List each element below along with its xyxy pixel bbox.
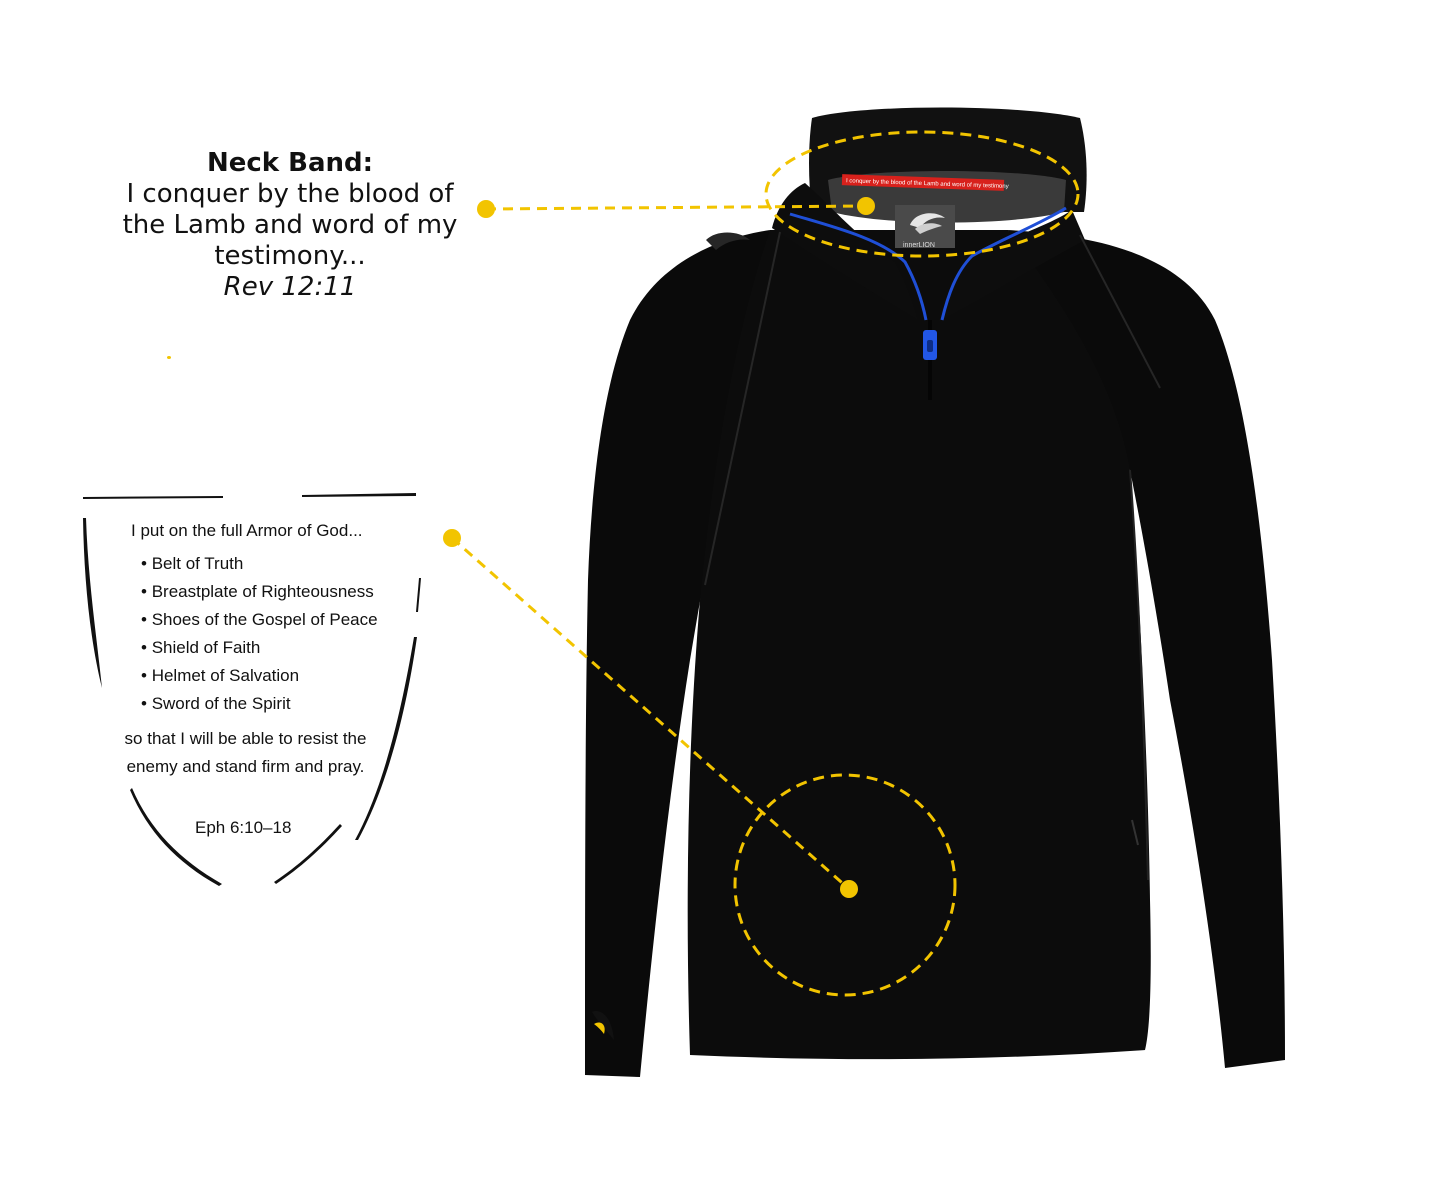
armor-leader-end-dot [840,880,858,898]
armor-intro: I put on the full Armor of God... [131,521,363,540]
armor-list-item: Shoes of the Gospel of Peace [141,609,378,637]
neck-band-callout-graphic [477,130,1080,258]
armor-list-item: Belt of Truth [141,553,378,581]
neck-band-tape-text: I conquer by the blood of the Lamb and w… [846,178,1009,190]
armor-list-item: Shield of Faith [141,637,378,665]
side-pocket-zip [1131,819,1139,846]
right-collar-panel [938,210,1085,322]
brand-label-text: innerLION [903,242,935,249]
armor-list: Belt of Truth Breastplate of Righteousne… [141,553,378,721]
neck-band-reference: Rev 12:11 [223,272,357,302]
neck-band-callout: Neck Band: I conquer by the blood of the… [110,148,470,303]
cuff-lion-icon [592,1011,614,1040]
neck-band-tape [841,174,1005,191]
armor-leader-line [451,536,850,891]
armor-callout-graphic [443,529,957,997]
neck-band-title: Neck Band: [206,148,374,178]
armor-leader-start-dot [443,529,461,547]
neck-band-leader-end-dot [857,197,875,215]
left-collar-panel [772,183,918,320]
side-seam [1129,469,1149,881]
pullover-garment: I conquer by the blood of the Lamb and w… [585,107,1285,1077]
lion-head-icon [910,213,945,234]
armor-list-item: Helmet of Salvation [141,665,378,693]
shoulder-lion-icon [706,232,750,250]
armor-reference: Eph 6:10–18 [195,818,292,837]
armor-highlight-circle [733,773,957,997]
armor-list-item: Breastplate of Righteousness [141,581,378,609]
right-sleeve [1008,230,1285,1068]
decorative-dot [167,356,171,359]
shield-outline [83,493,421,886]
zipper-tape-right [940,206,1067,321]
armor-list-item: Sword of the Spirit [141,693,378,721]
left-raglan-seam [704,231,781,586]
neck-band-highlight-ellipse [764,130,1080,258]
zipper-pull-slot [927,340,933,352]
neck-band-leader-start-dot [477,200,495,218]
neck-band-leader-line [485,204,867,211]
neck-band-verse: I conquer by the blood of the Lamb and w… [122,179,458,271]
armor-outro: so that I will be able to resist the ene… [124,729,367,776]
torso [687,230,1151,1060]
right-raglan-seam [1079,234,1161,389]
